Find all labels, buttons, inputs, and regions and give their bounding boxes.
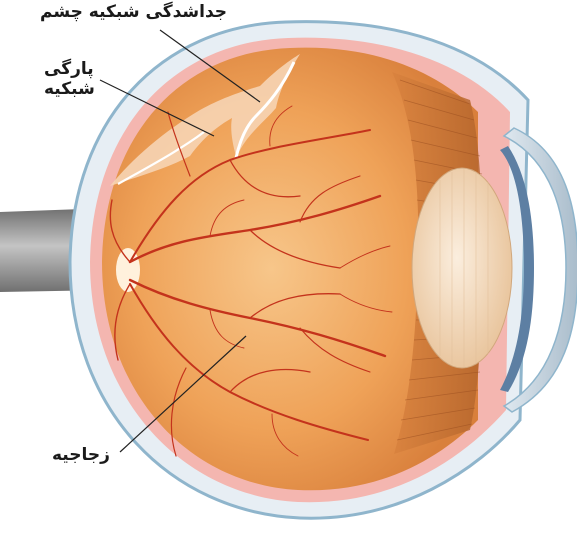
label-retinal-detachment: جداشدگی شبکیه چشم bbox=[40, 3, 227, 23]
label-retinal-tear-line1: پارگی bbox=[44, 60, 95, 80]
lens bbox=[412, 168, 512, 368]
optic-disc bbox=[116, 248, 140, 292]
label-retinal-tear: پارگی شبکیه bbox=[44, 60, 95, 99]
label-vitreous: زجاجیه bbox=[52, 446, 110, 466]
label-retinal-tear-line2: شبکیه bbox=[44, 80, 95, 100]
